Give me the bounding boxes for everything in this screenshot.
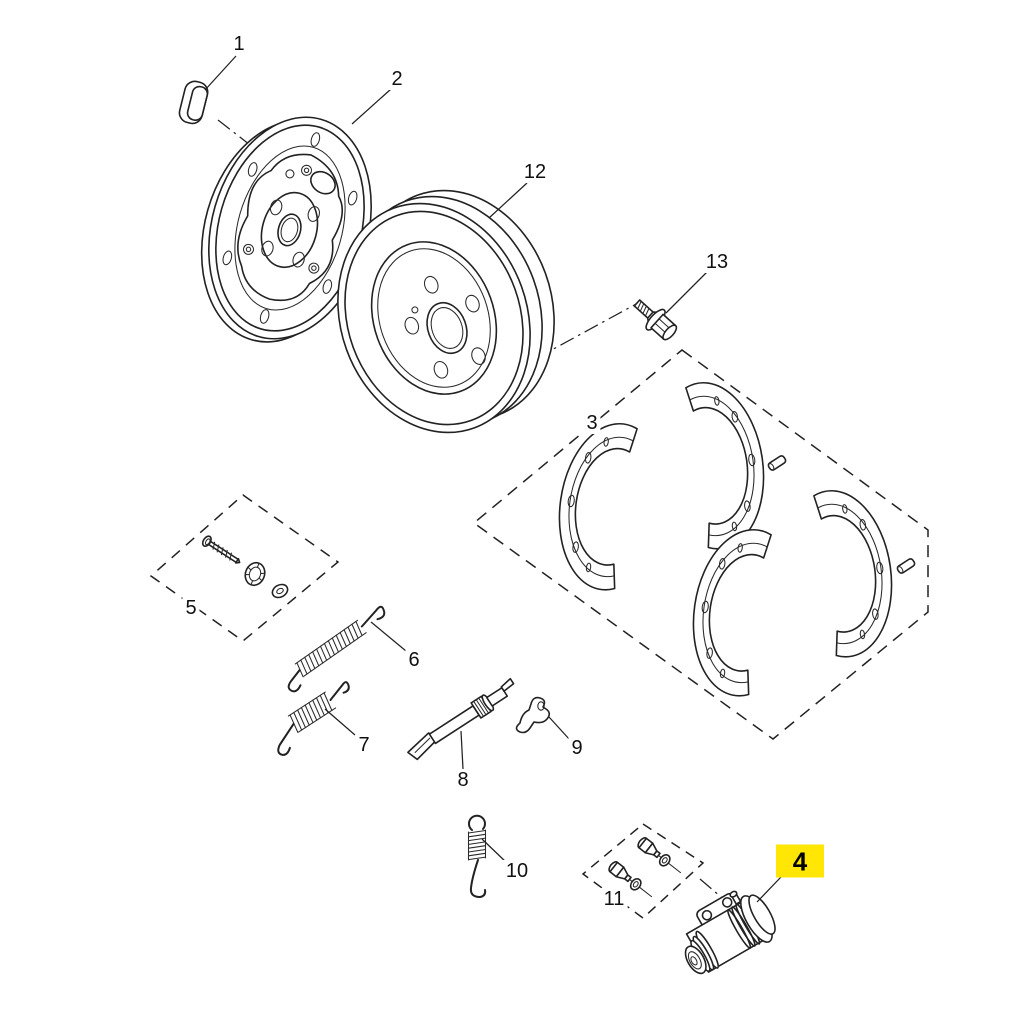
callout-8[interactable]: 8 [454, 769, 472, 791]
adjuster-spring-drawing [467, 814, 487, 899]
leader-line-1 [204, 55, 237, 91]
leader-line-12 [488, 182, 528, 219]
leader-line-10 [481, 838, 509, 865]
adjuster-lever-drawing [515, 696, 551, 734]
brake-shoe-left [548, 416, 639, 593]
hold-down-pin-drawing [201, 535, 241, 564]
brake-drum-drawing [337, 189, 555, 434]
leader-line-6 [370, 621, 407, 652]
brake-shoe-right [812, 483, 903, 660]
shoe-set-boundary [472, 349, 929, 740]
leader-line-2 [351, 88, 392, 125]
drum-bolt-drawing [633, 299, 678, 341]
leader-line-4 [756, 876, 782, 903]
callout-4-highlighted[interactable]: 4 [776, 844, 824, 878]
callout-3[interactable]: 3 [583, 412, 601, 434]
hold-down-washer-drawing [271, 583, 289, 599]
brake-shoe-top [684, 375, 775, 552]
hold-down-cup-drawing [244, 561, 266, 587]
leader-line-9 [548, 716, 571, 741]
cylinder-bolt-upper [635, 835, 686, 879]
access-plug-drawing [178, 80, 209, 125]
upper-return-spring-drawing [287, 605, 386, 693]
callout-6[interactable]: 6 [405, 649, 423, 671]
shoe-pin-lower [896, 558, 916, 574]
brake-shoe-bottom [682, 522, 773, 699]
wheel-cylinder-drawing [684, 890, 776, 975]
leader-line-7 [324, 708, 356, 736]
callout-13[interactable]: 13 [702, 251, 732, 273]
callout-5[interactable]: 5 [182, 597, 200, 619]
hold-down-kit-boundary [149, 494, 340, 642]
callout-11[interactable]: 11 [600, 888, 628, 910]
callout-10[interactable]: 10 [502, 860, 532, 882]
leader-lines [204, 55, 782, 903]
axis-line-plug-to-plate [217, 119, 260, 153]
callout-9[interactable]: 9 [568, 737, 586, 759]
adjuster-assembly-drawing [407, 677, 515, 761]
lower-return-spring-drawing [277, 681, 350, 756]
leader-line-8 [460, 730, 464, 770]
shoe-pin-upper [767, 455, 787, 471]
callout-2[interactable]: 2 [388, 68, 406, 90]
backing-plate-drawing [200, 116, 372, 343]
callout-1[interactable]: 1 [230, 33, 248, 55]
callout-12[interactable]: 12 [520, 161, 550, 183]
callout-7[interactable]: 7 [355, 734, 373, 756]
leader-line-13 [665, 270, 709, 314]
